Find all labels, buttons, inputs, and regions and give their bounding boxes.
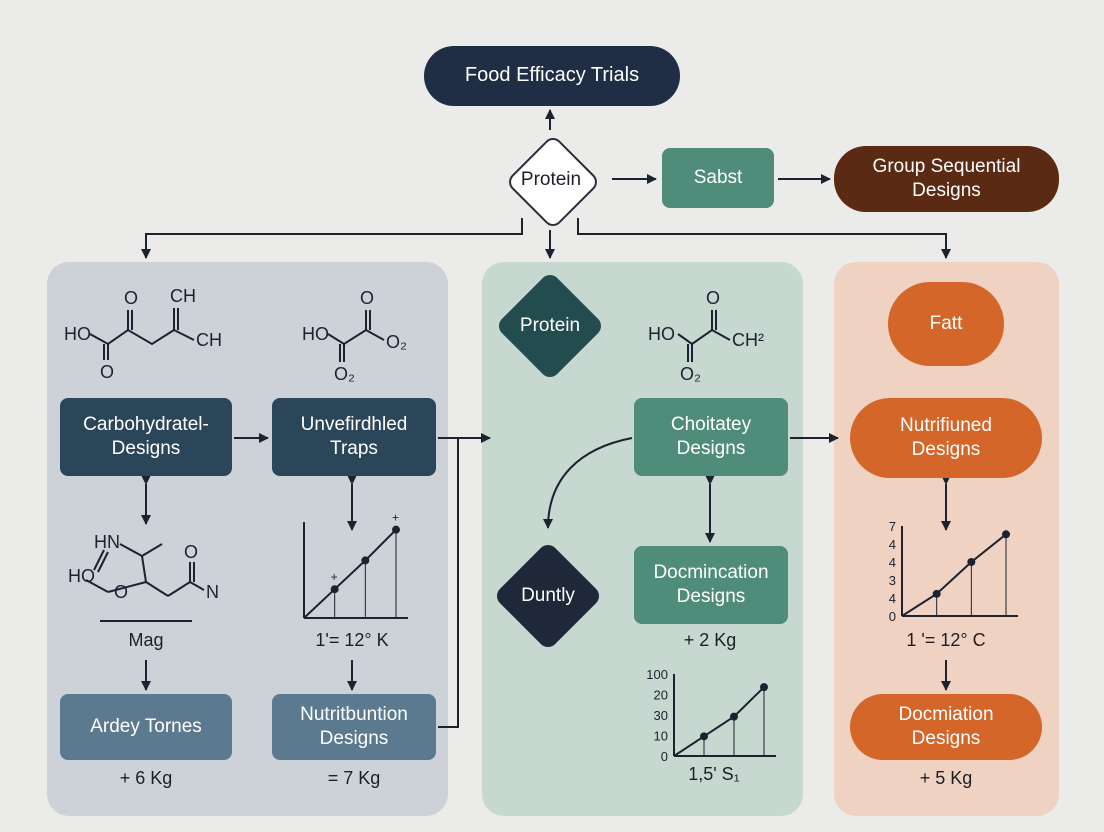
mag-label: Mag bbox=[128, 630, 164, 650]
plot-right-y-tick: 4 bbox=[889, 537, 896, 552]
molecule-4: O HO CH² O₂ bbox=[648, 288, 764, 382]
carbohydrate-node[interactable]: Carbohydratel- Designs bbox=[60, 398, 232, 476]
plot-right-series-line bbox=[901, 533, 1007, 617]
plot-right-y-tick: 3 bbox=[889, 573, 896, 588]
mol2-ho: HO bbox=[302, 324, 329, 344]
kg-right: + 5 Kg bbox=[919, 768, 973, 788]
plot-middle-caption: 1,5' S₁ bbox=[688, 764, 740, 784]
plot-right-y-tick: 4 bbox=[889, 591, 896, 606]
mol3-hn: HN bbox=[94, 532, 120, 552]
top-protein-label: Protein bbox=[520, 169, 582, 190]
plot-right-point bbox=[1002, 530, 1010, 539]
plot-left-axes bbox=[303, 522, 408, 619]
mol2-o2-right: O₂ bbox=[386, 332, 407, 352]
choitatey-node[interactable]: Choitatey Designs bbox=[634, 398, 788, 476]
mol4-ch: CH² bbox=[732, 330, 764, 350]
mol3-ho: HO bbox=[68, 566, 95, 586]
plot-right-y-tick: 4 bbox=[889, 555, 896, 570]
plot-left-marker: + bbox=[392, 512, 399, 525]
middle-protein-diamond[interactable]: Protein bbox=[494, 270, 606, 382]
mol3-n: N bbox=[206, 582, 219, 602]
plot-middle-point bbox=[760, 683, 768, 692]
molecule-1: O CH HO CH O bbox=[64, 286, 222, 382]
mol1-o-bottom: O bbox=[100, 362, 114, 382]
mol2-o2-bottom: O₂ bbox=[334, 364, 355, 382]
plot-middle-point bbox=[700, 732, 708, 741]
mol3-o-left: O bbox=[114, 582, 128, 602]
molecule-3: HN HO O O N bbox=[68, 532, 219, 602]
plot-middle-point bbox=[730, 712, 738, 721]
plot-left: ++ bbox=[303, 512, 408, 619]
plot-left-point bbox=[392, 525, 400, 534]
plot-right: 7 4 4 3 4 0 bbox=[889, 520, 1018, 624]
title-node[interactable]: Food Efficacy Trials bbox=[424, 46, 680, 106]
plot-right-y-tick: 7 bbox=[889, 520, 896, 534]
nutritbuntion-node[interactable]: Nutritbuntion Designs bbox=[272, 694, 436, 760]
kg-left: + 6 Kg bbox=[119, 768, 173, 788]
plot-left-marker: + bbox=[331, 570, 338, 584]
kg-left-right: = 7 Kg bbox=[327, 768, 381, 788]
mol4-o2: O₂ bbox=[680, 364, 701, 382]
plot-middle-y-tick: 100 bbox=[646, 667, 668, 682]
nutrifiuned-node[interactable]: Nutrifiuned Designs bbox=[850, 398, 1042, 478]
mol1-ho: HO bbox=[64, 324, 91, 344]
docmincation-node[interactable]: Docmincation Designs bbox=[634, 546, 788, 624]
plot-right-point bbox=[967, 558, 976, 566]
plot-right-axes bbox=[901, 526, 1018, 617]
molecule-2: O HO O₂ O₂ bbox=[302, 288, 407, 382]
mol1-o-top: O bbox=[124, 288, 138, 308]
middle-protein-label: Protein bbox=[519, 315, 581, 336]
connector-nutrit-to-bus bbox=[438, 438, 459, 728]
unverified-node[interactable]: Unvefirdhled Traps bbox=[272, 398, 436, 476]
plot-left-series-line bbox=[303, 528, 397, 619]
plot-middle-series-line bbox=[673, 686, 765, 757]
mol1-ch-bottom: CH bbox=[196, 330, 222, 350]
ardey-node[interactable]: Ardey Tornes bbox=[60, 694, 232, 760]
top-protein-diamond[interactable]: Protein bbox=[492, 132, 610, 231]
group-sequential-node[interactable]: Group Sequential Designs bbox=[834, 146, 1059, 212]
mol4-o: O bbox=[706, 288, 720, 308]
kg-middle: + 2 Kg bbox=[683, 630, 737, 650]
duntly-label: Duntly bbox=[521, 585, 575, 606]
docmiation-node[interactable]: Docmiation Designs bbox=[850, 694, 1042, 760]
plot-middle-axes bbox=[673, 674, 776, 757]
mol4-ho: HO bbox=[648, 324, 675, 344]
mol3-o-right: O bbox=[184, 542, 198, 562]
plot-middle-y-tick: 20 bbox=[654, 688, 668, 703]
mag-underline bbox=[100, 620, 192, 622]
plot-middle-y-tick: 30 bbox=[654, 708, 668, 723]
fatt-node[interactable]: Fatt bbox=[888, 282, 1004, 366]
plot-middle-y-tick: 10 bbox=[654, 729, 668, 744]
plot-right-point bbox=[932, 589, 941, 598]
arrow-to-right-panel bbox=[577, 218, 951, 259]
mol1-ch-top: CH bbox=[170, 286, 196, 306]
arrow-choitatey-to-duntly bbox=[543, 437, 633, 529]
plot-left-point bbox=[330, 585, 339, 594]
plot-left-point bbox=[361, 556, 370, 565]
plot-right-caption: 1 '= 12° C bbox=[906, 630, 986, 650]
plot-left-caption: 1'= 12° K bbox=[315, 630, 389, 650]
duntly-diamond[interactable]: Duntly bbox=[492, 540, 604, 652]
arrow-to-left-panel bbox=[141, 218, 523, 259]
plot-right-y-tick: 0 bbox=[889, 609, 896, 624]
mol2-o-top: O bbox=[360, 288, 374, 308]
plot-middle-y-tick: 0 bbox=[661, 749, 668, 764]
sabst-node[interactable]: Sabst bbox=[662, 148, 774, 208]
